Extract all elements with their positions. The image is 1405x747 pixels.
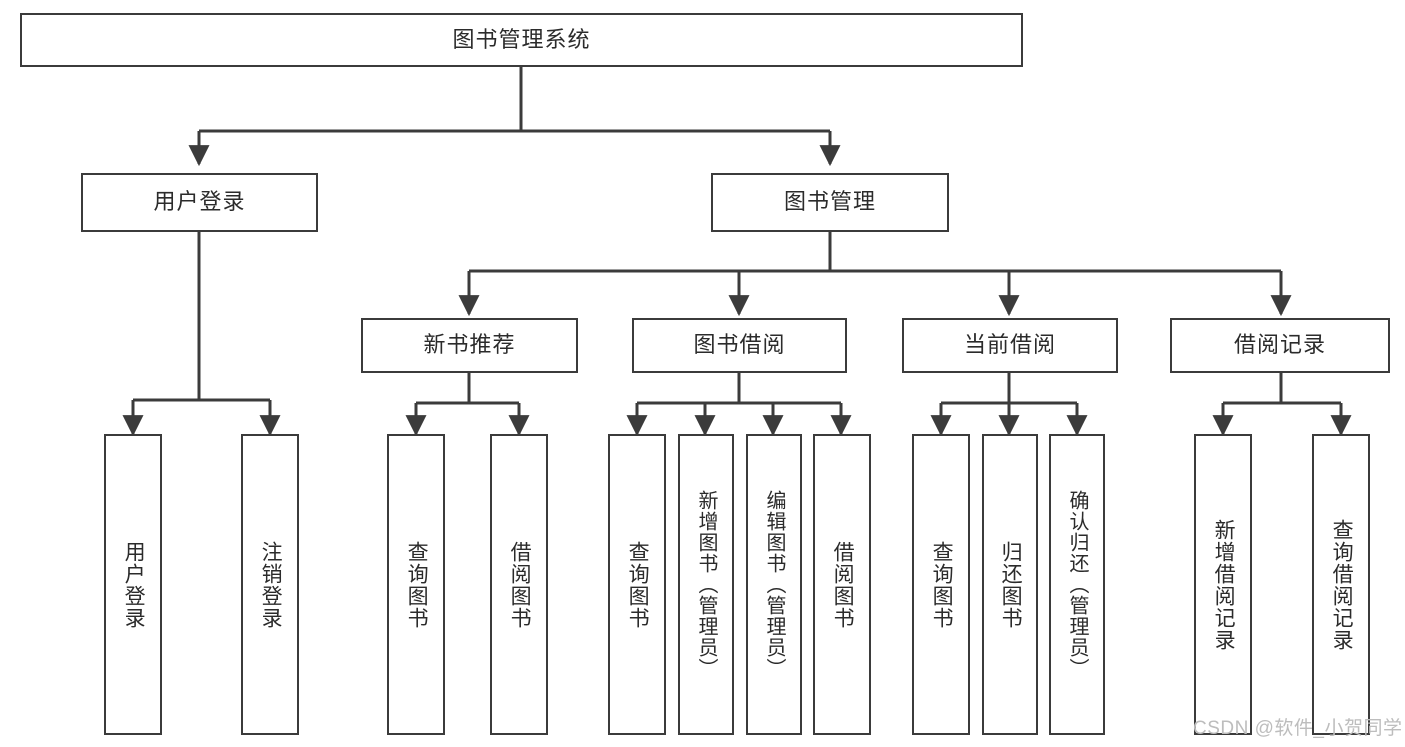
leaf-edit-book[interactable]: 编辑图书（管理员） (746, 434, 802, 735)
node-book-borrow[interactable]: 图书借阅 (632, 318, 847, 373)
csdn-watermark: CSDN @软件_小贺同学 (1193, 718, 1403, 739)
node-borrow-record[interactable]: 借阅记录 (1170, 318, 1390, 373)
node-current-borrow[interactable]: 当前借阅 (902, 318, 1118, 373)
leaf-borrow-book-2[interactable]: 借阅图书 (813, 434, 871, 735)
leaf-logout[interactable]: 注销登录 (241, 434, 299, 735)
leaf-query-book-2-label: 查询图书 (626, 540, 650, 629)
node-new-book-recommend[interactable]: 新书推荐 (361, 318, 578, 373)
leaf-edit-book-label: 编辑图书（管理员） (763, 490, 785, 679)
leaf-query-book-2[interactable]: 查询图书 (608, 434, 666, 735)
leaf-confirm-return[interactable]: 确认归还（管理员） (1049, 434, 1105, 735)
leaf-query-book-3-label: 查询图书 (930, 540, 954, 629)
leaf-query-book-3[interactable]: 查询图书 (912, 434, 970, 735)
leaf-logout-label: 注销登录 (259, 540, 283, 629)
leaf-borrow-book-2-label: 借阅图书 (831, 540, 855, 629)
leaf-return-book-label: 归还图书 (999, 540, 1023, 629)
node-book-manage-label: 图书管理 (783, 189, 876, 215)
leaf-return-book[interactable]: 归还图书 (982, 434, 1038, 735)
leaf-add-record-label: 新增借阅记录 (1212, 518, 1236, 651)
leaf-query-book-1-label: 查询图书 (405, 540, 429, 629)
node-user-login-label: 用户登录 (153, 189, 246, 215)
node-book-manage[interactable]: 图书管理 (711, 173, 949, 232)
node-book-borrow-label: 图书借阅 (693, 332, 786, 358)
leaf-user-login-label: 用户登录 (122, 540, 146, 629)
leaf-add-record[interactable]: 新增借阅记录 (1194, 434, 1252, 735)
leaf-query-record-label: 查询借阅记录 (1330, 518, 1354, 651)
node-new-book-recommend-label: 新书推荐 (423, 332, 516, 358)
leaf-add-book-label: 新增图书（管理员） (695, 490, 717, 679)
leaf-query-book-1[interactable]: 查询图书 (387, 434, 445, 735)
node-root-label: 图书管理系统 (452, 26, 591, 52)
node-user-login[interactable]: 用户登录 (81, 173, 318, 232)
leaf-confirm-return-label: 确认归还（管理员） (1066, 490, 1088, 679)
leaf-query-record[interactable]: 查询借阅记录 (1312, 434, 1370, 735)
node-root[interactable]: 图书管理系统 (20, 13, 1023, 67)
leaf-borrow-book-1[interactable]: 借阅图书 (490, 434, 548, 735)
leaf-borrow-book-1-label: 借阅图书 (508, 540, 532, 629)
leaf-user-login[interactable]: 用户登录 (104, 434, 162, 735)
node-current-borrow-label: 当前借阅 (963, 332, 1056, 358)
leaf-add-book[interactable]: 新增图书（管理员） (678, 434, 734, 735)
node-borrow-record-label: 借阅记录 (1233, 332, 1326, 358)
